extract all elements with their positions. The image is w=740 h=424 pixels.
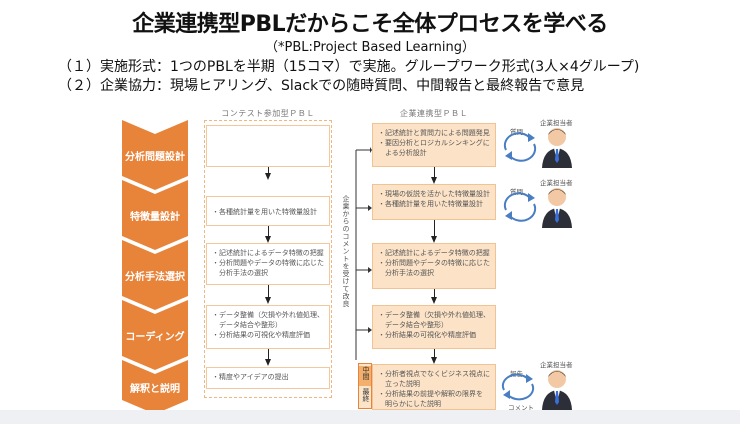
right-box-interpretation: ・分析者視点でなくビジネス視点に 立った説明 ・分析結果の前提や解釈の限界を 明… bbox=[372, 364, 496, 410]
question-label-2: 質問 bbox=[510, 188, 523, 196]
left-box-method-selection: ・記述統計によるデータ特徴の把握 ・分析問題やデータの特徴に応じた 分析手法の選… bbox=[206, 243, 330, 285]
interim-label: 中間 bbox=[359, 366, 371, 386]
final-label: 最終 bbox=[362, 388, 370, 402]
right-column-header: 企業連携型ＰＢＬ bbox=[400, 109, 468, 118]
company-staff-person-icon-2 bbox=[542, 188, 572, 228]
company-staff-label-1: 企業担当者 bbox=[540, 119, 573, 127]
question-label-1: 質問 bbox=[510, 128, 523, 136]
left-arrow-line-1 bbox=[268, 167, 269, 173]
question-cycle-icon-1 bbox=[503, 132, 537, 162]
left-column-header: コンテスト参加型ＰＢＬ bbox=[221, 109, 315, 118]
step-problem-design: 分析問題設計 bbox=[122, 120, 188, 190]
company-staff-label-2: 企業担当者 bbox=[540, 179, 573, 187]
left-arrow-3 bbox=[265, 297, 271, 304]
left-box-interpretation: ・精度やアイデアの提出 bbox=[206, 367, 330, 389]
right-arrow-1 bbox=[431, 177, 437, 184]
right-arrow-line-4 bbox=[434, 349, 435, 357]
left-box-coding: ・データ整備（欠損や外れ値処理、 データ結合や整形） ・分析結果の可視化や精度評… bbox=[206, 305, 330, 349]
right-arrow-3 bbox=[431, 297, 437, 304]
feedback-loop-lines bbox=[355, 147, 372, 360]
company-cooperation: （２）企業協力：現場ヒアリング、Slackでの随時質問、中間報告と最終報告で意見 bbox=[58, 78, 585, 94]
interim-final-tag: 中間 最終 bbox=[358, 363, 372, 409]
left-box-problem-design bbox=[206, 125, 330, 167]
step-method-selection: 分析手法選択 bbox=[122, 240, 188, 310]
left-column-frame bbox=[204, 120, 332, 398]
step-coding: コーディング bbox=[122, 300, 188, 370]
right-box-problem-design: ・記述統計と質問力による問題発見 ・要因分析とロジカルシンキングに よる分析設計 bbox=[372, 123, 496, 167]
right-arrow-4 bbox=[431, 357, 437, 364]
right-arrow-2 bbox=[431, 236, 437, 243]
left-box-feature-design: ・各種統計量を用いた特徴量設計 bbox=[206, 196, 330, 226]
left-arrow-2 bbox=[265, 236, 271, 243]
right-arrow-line-2 bbox=[434, 220, 435, 236]
right-arrow-line-1 bbox=[434, 167, 435, 177]
left-arrow-4 bbox=[265, 359, 271, 366]
company-staff-label-3: 企業担当者 bbox=[540, 361, 573, 369]
right-box-coding: ・データ整備（欠損や外れ値処理、 データ結合や整形） ・分析結果の可視化や精度評… bbox=[372, 305, 496, 349]
page-subtitle: （*PBL:Project Based Learning） bbox=[265, 40, 475, 55]
page-title: 企業連携型PBLだからこそ全体プロセスを学べる bbox=[132, 12, 608, 37]
company-staff-person-icon-1 bbox=[542, 128, 572, 168]
left-arrow-line-3 bbox=[268, 285, 269, 298]
bottom-divider bbox=[0, 410, 740, 424]
company-staff-person-icon-3 bbox=[542, 370, 572, 410]
right-box-method-selection: ・記述統計によるデータ特徴の把握 ・分析問題やデータの特徴に応じた 分析手法の選… bbox=[372, 243, 496, 289]
report-cycle-icon bbox=[501, 373, 535, 401]
right-arrow-line-3 bbox=[434, 289, 435, 298]
implementation-format: （１）実施形式：1つのPBLを半期（15コマ）で実施。グループワーク形式(3人×… bbox=[58, 59, 640, 75]
left-arrow-line-4 bbox=[268, 349, 269, 360]
step-feature-design: 特徴量設計 bbox=[122, 180, 188, 250]
question-cycle-icon-2 bbox=[503, 192, 537, 222]
comment-label: コメント bbox=[508, 404, 534, 412]
right-box-feature-design: ・現場の仮説を活かした特徴量設計 ・各種統計量を用いた特徴量設計 bbox=[372, 184, 496, 220]
left-arrow-1 bbox=[265, 173, 271, 180]
feedback-comment-label: 企業からのコメントを受けて改良 bbox=[342, 195, 350, 308]
left-arrow-line-2 bbox=[268, 226, 269, 236]
